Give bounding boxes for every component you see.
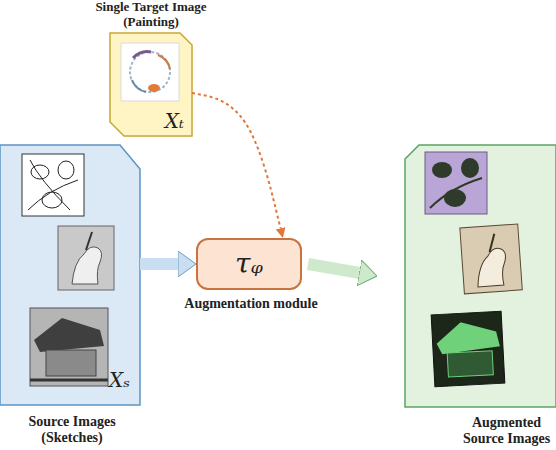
augmented-panel: Augmented Source Images	[405, 145, 556, 407]
math-symbol: τᵩ	[198, 240, 300, 288]
bird-shape	[148, 84, 160, 92]
panel-caption: Source Images (Sketches)	[10, 414, 134, 446]
sketch-frame	[58, 226, 114, 290]
wreath-ring	[130, 52, 170, 92]
augmented-frame	[460, 224, 522, 294]
hut-sketch	[30, 308, 108, 386]
sketch-frame	[22, 154, 84, 216]
hut-roof	[34, 318, 104, 352]
source-panel-outline	[0, 145, 140, 405]
block-arrow	[140, 258, 178, 270]
folder-heading: Single Target Image (Painting)	[88, 0, 214, 29]
flower-shape	[444, 189, 466, 207]
flower-outline	[58, 161, 74, 179]
math-symbol: Xₜ	[165, 110, 184, 132]
augmented-flower	[425, 152, 487, 214]
module-caption: Augmentation module	[178, 296, 324, 312]
flower-shape	[432, 162, 452, 178]
source-panel-shape	[0, 145, 140, 405]
augmented-panel-shape	[405, 145, 556, 407]
augmentation-box: τᵩAugmentation module	[196, 238, 302, 290]
flower-outline	[42, 192, 62, 208]
ground-line	[30, 379, 108, 382]
leaf-stroke	[132, 80, 146, 92]
target-painting	[121, 43, 179, 101]
feather-stroke	[133, 52, 151, 58]
hand-sketch	[58, 226, 114, 290]
augmented-hut	[431, 311, 505, 387]
painting-frame	[121, 43, 179, 101]
pencil-line	[488, 234, 495, 252]
stem-lines	[430, 178, 482, 208]
hand-outline	[72, 247, 102, 284]
stem-lines	[28, 160, 78, 210]
feather-stroke	[158, 55, 170, 69]
source-panel: Source Images (Sketches)Xₛ	[0, 145, 140, 405]
hut-wall	[447, 351, 493, 377]
hut-roof	[436, 320, 501, 354]
sketch-frame	[30, 308, 108, 386]
hut-wall	[46, 350, 96, 376]
math-symbol: Xₛ	[109, 369, 130, 391]
block-arrow	[308, 264, 359, 273]
augmented-hand	[460, 224, 522, 294]
augmented-frame	[425, 152, 487, 214]
dotted-arrow	[192, 93, 281, 228]
augmented-panel-outline	[405, 145, 556, 407]
panel-caption: Augmented Source Images	[457, 415, 556, 447]
target-folder: Single Target Image (Painting)Xₜ	[110, 33, 192, 136]
hand-outline	[475, 248, 507, 287]
augmented-frame	[431, 311, 505, 387]
flower-shape	[461, 158, 479, 178]
target-folder-shape	[110, 33, 192, 136]
flower-outline	[31, 165, 49, 179]
flower-sketch	[22, 154, 84, 216]
pencil-line	[86, 232, 92, 250]
